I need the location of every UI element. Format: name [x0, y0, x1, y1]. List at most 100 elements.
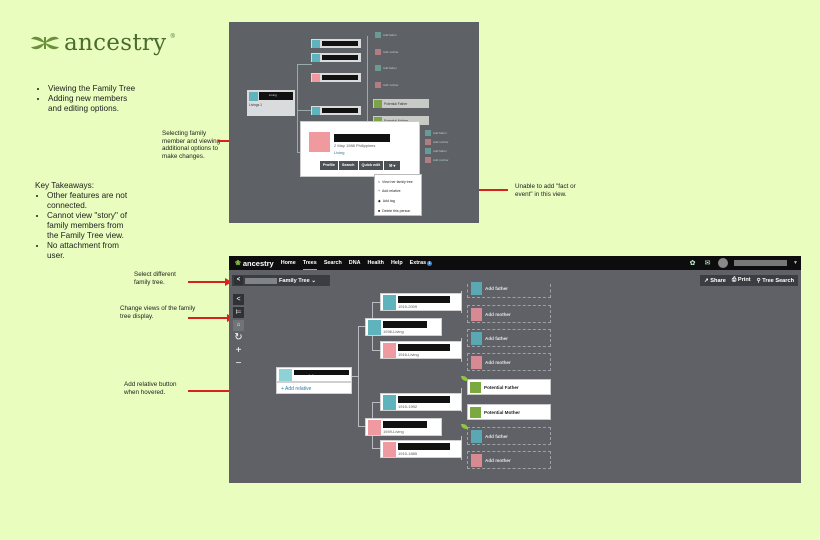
arrow-change-views	[188, 313, 234, 322]
person-card[interactable]	[311, 106, 361, 115]
add-mother-label: Add mother	[485, 360, 511, 365]
person-card[interactable]	[311, 39, 361, 48]
user-avatar[interactable]	[718, 258, 729, 268]
person-card[interactable]: 1916-Living	[380, 341, 462, 359]
add-father-slot[interactable]: Add father	[375, 65, 397, 71]
avatar-placeholder	[375, 65, 381, 71]
redacted-name	[398, 344, 450, 351]
trash-icon: ■	[378, 208, 381, 213]
add-mother-slot[interactable]: Add mother	[467, 353, 551, 371]
callout-add-relative: Add relative button when hovered.	[124, 381, 177, 396]
add-mother-slot[interactable]: Add mother	[467, 451, 551, 469]
tree-connector	[358, 426, 365, 427]
menu-item-delete[interactable]: ■Delete this person	[378, 208, 411, 213]
redacted-name	[322, 41, 358, 46]
person-card[interactable]	[311, 53, 361, 62]
quick-edit-button[interactable]: Quick edit	[358, 161, 383, 170]
share-button[interactable]: ↗ Share	[704, 277, 726, 284]
avatar-male	[312, 106, 320, 115]
add-father-slot[interactable]: Add father	[467, 329, 551, 347]
nav-search[interactable]: Search	[323, 260, 342, 266]
redacted-name	[398, 396, 450, 403]
menu-item-view-tree[interactable]: <View her family tree	[378, 179, 413, 184]
avatar-potential	[374, 116, 382, 125]
ancestry-logo: ancestry ®	[30, 30, 175, 56]
avatar-placeholder	[425, 130, 431, 136]
avatar-male	[249, 92, 258, 101]
plus-icon: +	[378, 189, 381, 194]
reset-icon[interactable]: ↻	[234, 332, 243, 343]
home-person-icon[interactable]: ⌂	[233, 320, 244, 331]
nav-health[interactable]: Health	[367, 260, 384, 266]
add-father-slot[interactable]: Add father	[425, 130, 447, 136]
person-dates: 1949-Living	[383, 429, 404, 434]
nav-home[interactable]: Home	[280, 260, 296, 266]
profile-button[interactable]: Profile	[320, 161, 338, 170]
tree-connector	[367, 36, 368, 92]
nav-logo[interactable]: ❀ancestry	[235, 258, 274, 268]
potential-mother-card[interactable]: Potential Mother	[373, 116, 429, 125]
vertical-view-icon[interactable]: ⊨	[233, 307, 244, 318]
tools-dropdown-button[interactable]: ⚒ ▾	[383, 161, 401, 170]
add-mother-slot[interactable]: Add mother	[425, 157, 449, 163]
menu-item-add-relative[interactable]: +Add relative	[378, 189, 401, 194]
note-item: Adding new members and editing options.	[48, 94, 136, 114]
root-person-card[interactable]: Living Livings 1	[247, 90, 295, 116]
add-father-slot[interactable]: Add father	[375, 32, 397, 38]
logo-text: ancestry	[64, 30, 167, 56]
root-year: Livings 1	[249, 103, 263, 107]
root-add-relative[interactable]: + Add relative	[247, 109, 267, 113]
avatar-placeholder	[471, 308, 482, 321]
leaf-logo-icon	[31, 36, 59, 50]
tree-connector	[358, 326, 359, 426]
potential-father-card[interactable]: Potential Father	[461, 376, 551, 395]
add-father-slot[interactable]: Add father	[425, 148, 447, 154]
add-relative-hover[interactable]: + Add relative	[276, 382, 352, 394]
top-navigation: ❀ancestry Home Trees Search DNA Health H…	[229, 256, 801, 270]
add-mother-slot[interactable]: Add mother	[375, 82, 399, 88]
chevron-down-icon[interactable]: ▼	[793, 260, 798, 266]
add-mother-slot[interactable]: Add mother	[375, 49, 399, 55]
add-relative-button[interactable]: + Add relative	[281, 386, 312, 392]
person-card[interactable]	[311, 73, 361, 82]
person-card[interactable]: 1915-2009	[380, 293, 462, 311]
root-person-card[interactable]: 1987-Living	[276, 367, 352, 382]
redacted-username[interactable]	[734, 260, 788, 266]
horizontal-view-icon[interactable]: <	[233, 294, 244, 305]
avatar-male	[312, 53, 320, 62]
redacted-name	[398, 296, 450, 303]
potential-mother-label: Potential Mother	[484, 410, 520, 415]
tree-selector[interactable]: < Family Tree ⌄	[232, 275, 330, 286]
add-mother-slot[interactable]: Add mother	[425, 139, 449, 145]
person-card-father[interactable]: 1936-Living	[365, 318, 442, 336]
person-card[interactable]: 1915-1885	[380, 440, 462, 458]
potential-mother-card[interactable]: Potential Mother	[467, 404, 551, 420]
search-button[interactable]: Search	[338, 161, 358, 170]
zoom-out-icon[interactable]: −	[235, 358, 242, 369]
potential-father-card[interactable]: Potential Father	[373, 99, 429, 108]
add-mother-slot[interactable]: Add mother	[467, 305, 551, 323]
callout-change-views: Change views of the family tree display.	[120, 305, 196, 320]
callout-unable: Unable to add "fact or event" in this vi…	[515, 183, 576, 198]
person-dates: 1916-Living	[398, 352, 419, 357]
hint-leaf-icon	[461, 424, 468, 429]
messages-icon[interactable]: ✉	[704, 259, 711, 267]
redacted-name	[259, 92, 293, 100]
zoom-in-icon[interactable]: +	[235, 345, 242, 356]
person-card[interactable]: 1915-1992	[380, 393, 462, 411]
avatar-placeholder	[471, 430, 482, 443]
tree-search-button[interactable]: ⚲ Tree Search	[756, 277, 794, 284]
menu-item-add-tag[interactable]: ◆Add tag	[378, 198, 395, 203]
person-card-mother[interactable]: 1949-Living	[365, 418, 442, 436]
avatar-male	[383, 395, 396, 410]
popup-living-link[interactable]: Living	[334, 150, 345, 155]
tree-actions: ↗ Share ⎙ Print ⚲ Tree Search	[700, 275, 798, 286]
add-father-slot[interactable]: Add father	[467, 282, 551, 298]
nav-help[interactable]: Help	[390, 260, 403, 266]
add-father-slot[interactable]: Add father	[461, 424, 551, 445]
print-button[interactable]: ⎙ Print	[731, 277, 751, 283]
nav-trees[interactable]: Trees	[302, 260, 317, 270]
hints-leaf-icon[interactable]: ✿	[689, 259, 696, 267]
nav-dna[interactable]: DNA	[348, 260, 361, 266]
